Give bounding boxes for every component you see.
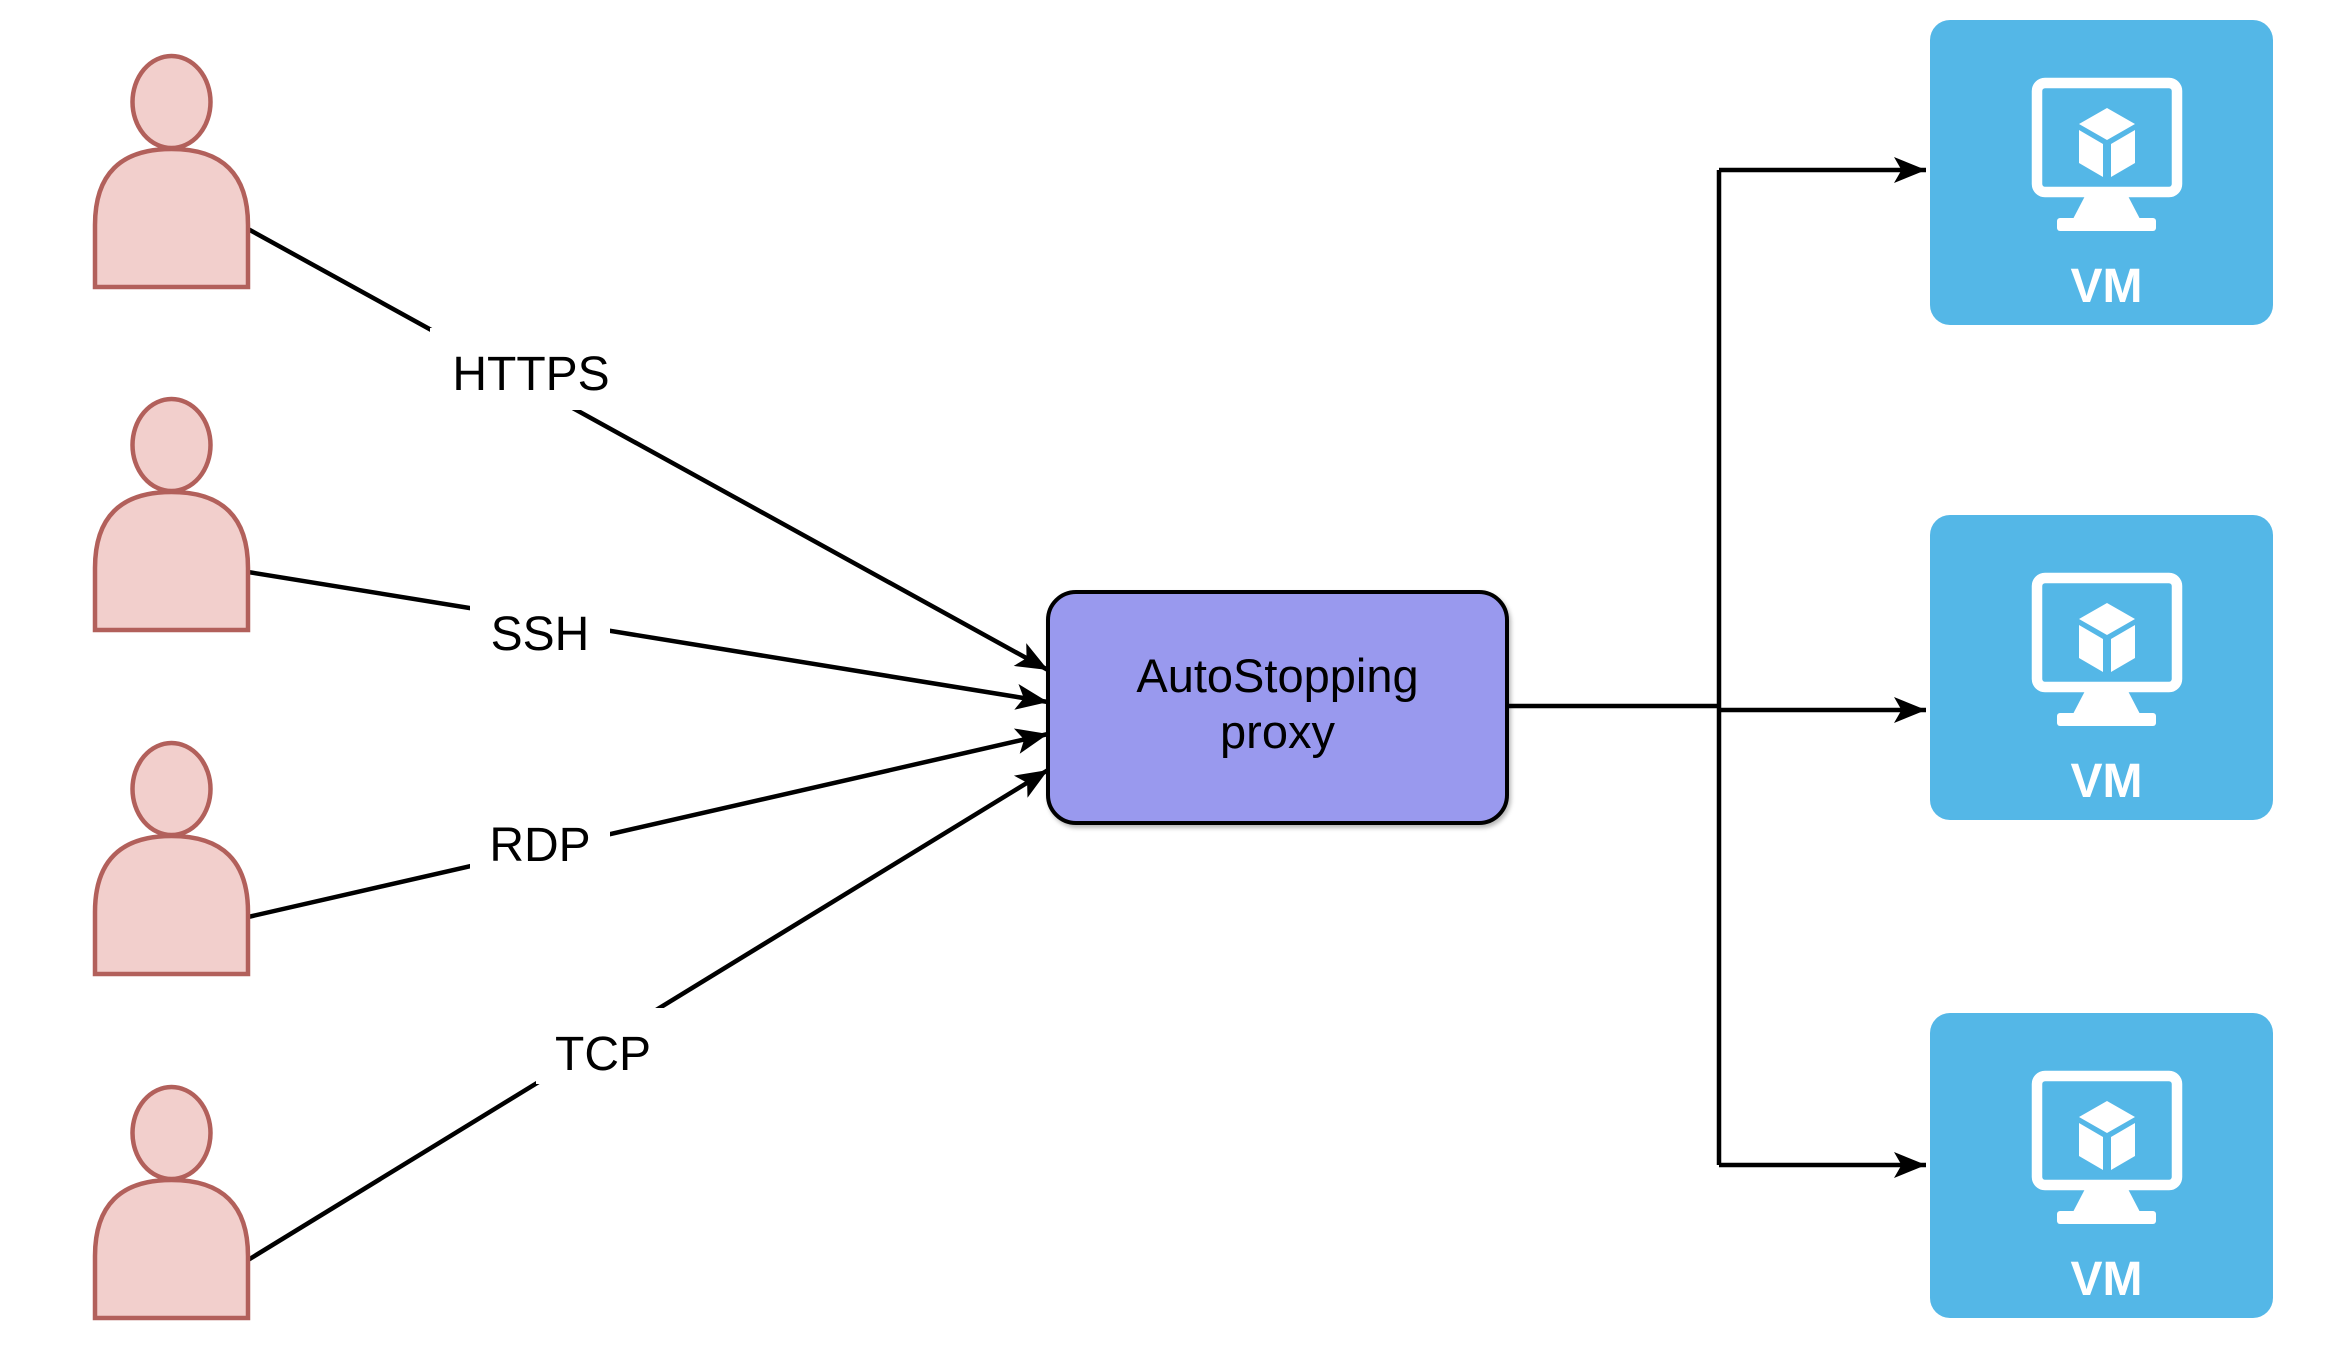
monitor-base-icon xyxy=(2057,1211,2156,1224)
monitor-base-icon xyxy=(2057,218,2156,231)
rdp-label: RDP xyxy=(489,819,590,872)
monitor-base-icon xyxy=(2057,713,2156,726)
vm-monitor-cube-icon xyxy=(2031,77,2183,231)
vm-label: VM xyxy=(2071,260,2143,313)
person-head-icon xyxy=(130,53,213,151)
vm-label: VM xyxy=(2071,755,2143,808)
person-icon xyxy=(92,146,251,290)
person-icon xyxy=(92,489,251,633)
cube-left-face-icon xyxy=(2079,1123,2103,1170)
proxy-label-line2: proxy xyxy=(1220,705,1335,758)
ssh-label: SSH xyxy=(491,608,590,661)
proxy-to-vm-connectors xyxy=(1508,157,1926,1178)
https-label-bg xyxy=(430,328,632,410)
cube-top-face-icon xyxy=(2079,603,2135,635)
cube-top-face-icon xyxy=(2079,1101,2135,1133)
monitor-frame-icon xyxy=(2031,572,2183,693)
cube-left-face-icon xyxy=(2079,130,2103,177)
person-icon xyxy=(92,833,251,977)
vm-node-2: VM xyxy=(1930,515,2273,820)
vm-monitor-cube-icon xyxy=(2031,572,2183,726)
tcp-label-bg xyxy=(536,1008,670,1084)
vm-node-1: VM xyxy=(1930,20,2273,325)
user-figure-4 xyxy=(92,1084,251,1321)
autostopping-proxy-node: AutoStopping proxy xyxy=(1046,590,1509,825)
user-figure-1 xyxy=(92,53,251,290)
vm-label: VM xyxy=(2071,1253,2143,1306)
rdp-label-bg xyxy=(470,813,610,875)
person-head-icon xyxy=(130,740,213,838)
user-figure-2 xyxy=(92,396,251,633)
proxy-box xyxy=(1046,590,1509,825)
vm-node-3: VM xyxy=(1930,1013,2273,1318)
user-figure-3 xyxy=(92,740,251,977)
cube-top-face-icon xyxy=(2079,108,2135,140)
cube-right-face-icon xyxy=(2111,130,2135,177)
person-icon xyxy=(92,1177,251,1321)
connector-ssh xyxy=(247,569,1049,710)
connector-https xyxy=(246,227,1050,672)
monitor-frame-icon xyxy=(2031,1070,2183,1191)
monitor-stand-icon xyxy=(2073,1189,2140,1212)
cube-right-face-icon xyxy=(2111,625,2135,672)
person-head-icon xyxy=(130,1084,213,1182)
monitor-stand-icon xyxy=(2073,196,2140,219)
monitor-frame-icon xyxy=(2031,77,2183,198)
cube-right-face-icon xyxy=(2111,1123,2135,1170)
vm-monitor-cube-icon xyxy=(2031,1070,2183,1224)
user-to-proxy-connectors xyxy=(246,227,1050,1262)
tcp-label: TCP xyxy=(555,1028,651,1081)
monitor-stand-icon xyxy=(2073,691,2140,714)
person-head-icon xyxy=(130,396,213,494)
protocol-labels: HTTPS SSH RDP TCP xyxy=(430,328,670,1084)
cube-left-face-icon xyxy=(2079,625,2103,672)
ssh-label-bg xyxy=(470,601,610,665)
proxy-label-line1: AutoStopping xyxy=(1136,649,1418,702)
https-label: HTTPS xyxy=(452,348,609,401)
connector-rdp xyxy=(247,728,1049,920)
